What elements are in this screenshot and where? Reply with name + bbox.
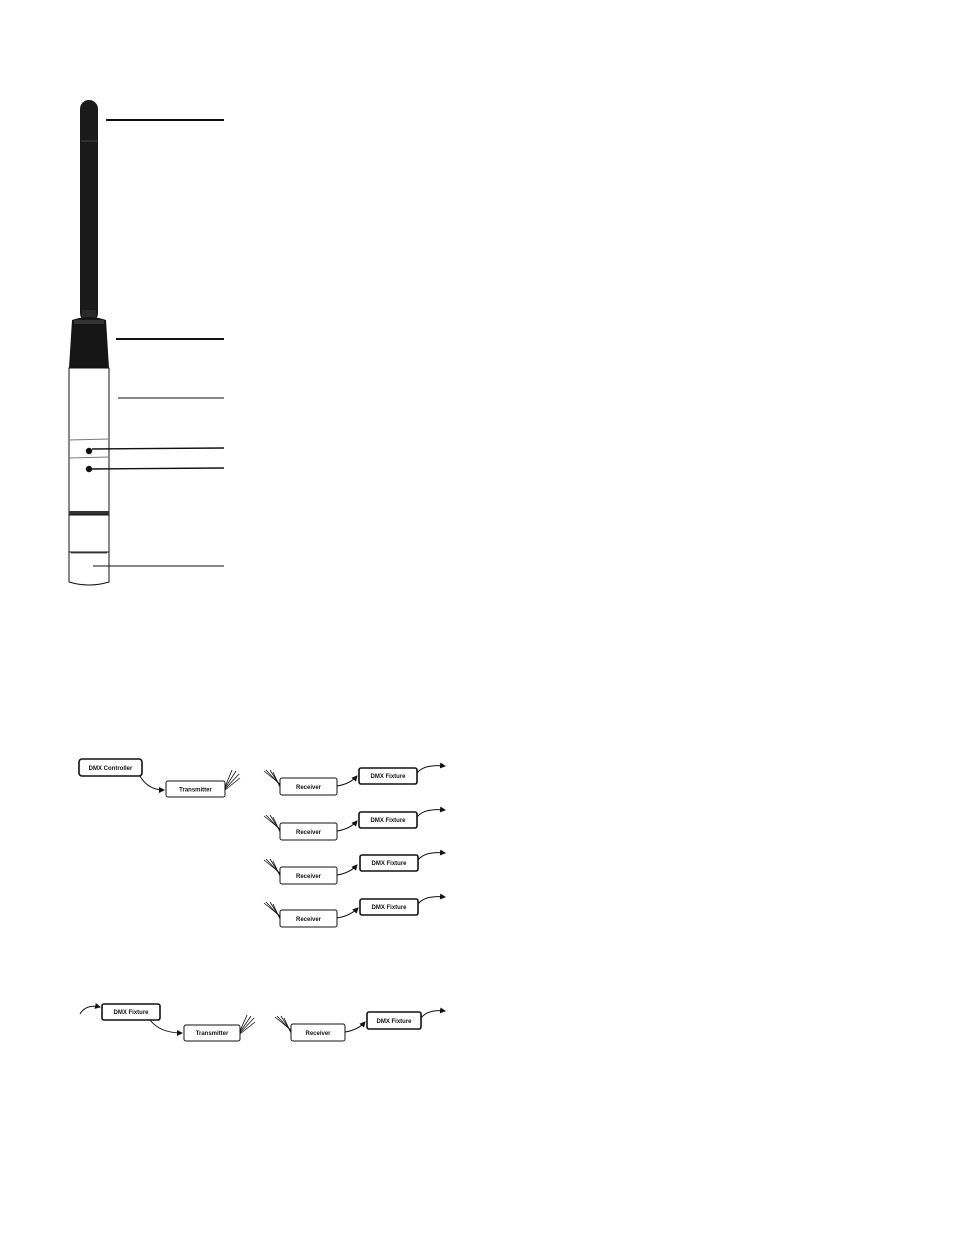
receiver-row-3: Receiver DMX Fixture: [263, 849, 446, 885]
wireless-dmx-transceiver-illustration: [68, 100, 225, 586]
node-receiver: [279, 909, 338, 928]
node-dmx-fixture: [359, 854, 419, 872]
connector-fixture-to-transmitter: [149, 1019, 183, 1036]
node-transmitter: Transmitter: [183, 1024, 241, 1042]
receiver-row-2: Receiver DMX Fixture: [263, 806, 446, 841]
transmitter-antenna-icon: [239, 1014, 256, 1035]
fixture-output-arrow: [416, 806, 446, 818]
label-dmx-fixture: DMX Fixture: [370, 774, 406, 780]
callout-line-indicator-2: [91, 467, 225, 470]
label-dmx-fixture: DMX Fixture: [371, 861, 407, 867]
connector-receiver-to-fixture: [336, 907, 359, 919]
antenna-cap: [69, 317, 109, 371]
diagram-two-fixture-link: DMX Fixture Transmitter Receiver DMX Fix…: [79, 1003, 446, 1042]
label-transmitter: Transmitter: [196, 1031, 229, 1037]
callout-line-indicator-1: [91, 447, 225, 450]
fixture-output-arrow: [417, 849, 446, 861]
connector-receiver-to-fixture: [336, 775, 358, 787]
label-transmitter: Transmitter: [179, 788, 212, 794]
label-receiver: Receiver: [296, 785, 322, 791]
connector-controller-to-transmitter: [139, 775, 165, 793]
node-dmx-fixture: [358, 811, 418, 829]
node-transmitter: Transmitter: [165, 780, 226, 798]
label-dmx-fixture: DMX Fixture: [370, 818, 406, 824]
connector-receiver-to-fixture: [344, 1021, 366, 1033]
label-receiver: Receiver: [305, 1031, 331, 1037]
node-receiver: [279, 822, 338, 841]
node-receiver: [279, 866, 338, 885]
node-dmx-fixture: [359, 898, 419, 916]
label-receiver: Receiver: [296, 917, 322, 923]
diagram-one-transmitter-to-four-receivers: DMX Controller Transmitter Receiver DMX …: [78, 758, 446, 928]
device-body: [68, 367, 110, 553]
node-dmx-controller: DMX Controller: [78, 758, 143, 777]
fixture-output-arrow: [417, 893, 446, 905]
antenna: [80, 100, 98, 322]
indicator-2-led: [85, 465, 93, 473]
label-dmx-controller: DMX Controller: [89, 766, 133, 772]
label-dmx-fixture: DMX Fixture: [371, 905, 407, 911]
receiver-antenna-icon: [263, 769, 281, 788]
node-source-dmx-fixture: DMX Fixture: [101, 1003, 161, 1021]
node-receiver: [279, 777, 338, 796]
indicator-1-led: [85, 447, 93, 455]
receiver-antenna-icon: [263, 814, 281, 833]
source-input-arrow: [79, 1003, 101, 1015]
node-receiver: Receiver: [290, 1023, 346, 1042]
xlr-connector: [68, 551, 110, 586]
fixture-output-arrow: [420, 1007, 446, 1019]
fixture-output-arrow: [416, 762, 446, 774]
receiver-row-4: Receiver DMX Fixture: [263, 893, 446, 928]
label-dmx-fixture: DMX Fixture: [376, 1019, 412, 1025]
receiver-antenna-icon: [274, 1015, 292, 1034]
connector-receiver-to-fixture: [336, 820, 358, 832]
receiver-antenna-icon: [263, 901, 281, 920]
label-receiver: Receiver: [296, 830, 322, 836]
node-dmx-fixture: [358, 767, 418, 785]
label-source-dmx-fixture: DMX Fixture: [113, 1010, 149, 1016]
callout-lines: [91, 119, 225, 567]
node-dmx-fixture: DMX Fixture: [366, 1011, 422, 1030]
receiver-antenna-icon: [263, 858, 281, 877]
connector-receiver-to-fixture: [336, 864, 358, 876]
transmitter-antenna-icon: [224, 769, 241, 791]
receiver-row-1: Receiver DMX Fixture: [263, 762, 446, 796]
label-receiver: Receiver: [296, 874, 322, 880]
